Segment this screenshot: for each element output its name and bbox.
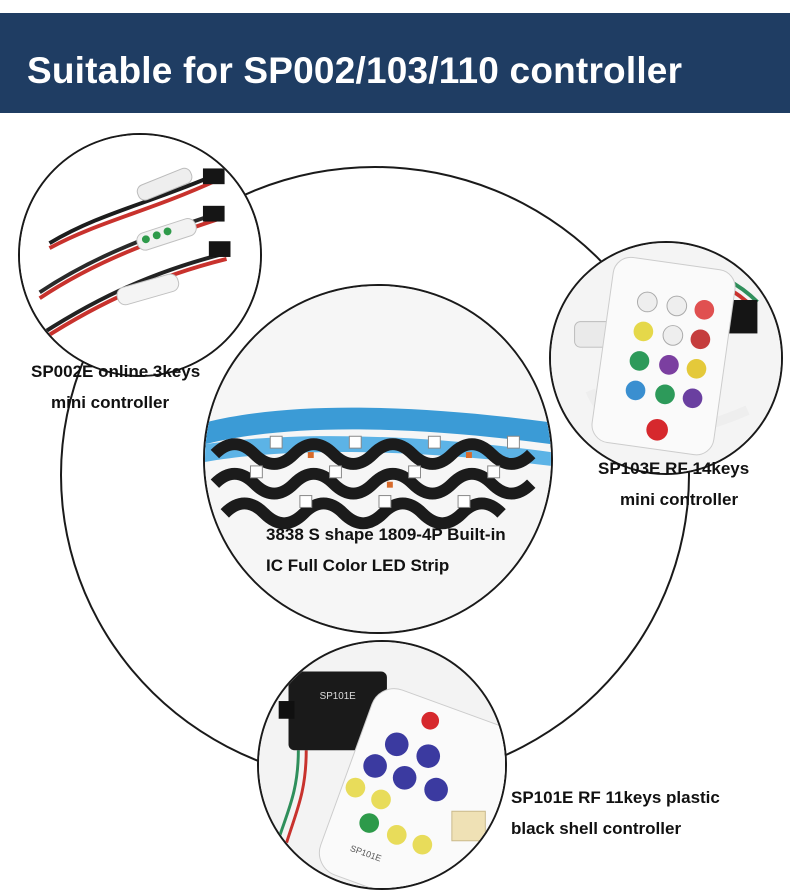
led-strip-label-line1: 3838 S shape 1809-4P Built-in xyxy=(266,525,506,544)
sp101e-label-line1: SP101E RF 11keys plastic xyxy=(511,788,720,807)
sp101e-label: SP101E RF 11keys plastic black shell con… xyxy=(511,782,720,844)
sp103e-label-line2: mini controller xyxy=(620,490,739,509)
page-title: Suitable for SP002/103/110 controller xyxy=(27,50,683,91)
led-strip-illustration xyxy=(205,286,551,632)
led-strip-label: 3838 S shape 1809-4P Built-in IC Full Co… xyxy=(266,519,506,581)
sp002e-label-line1: SP002E online 3keys xyxy=(31,362,201,381)
sp101e-label-line2: black shell controller xyxy=(511,819,682,838)
sp103e-label-line1: SP103E RF 14keys xyxy=(598,459,750,478)
sp101e-controller-illustration: SP101E SP101E xyxy=(259,642,505,888)
sp002e-label: SP002E online 3keys mini controller xyxy=(31,356,200,418)
s-shape-led-strip-photo xyxy=(203,284,553,634)
sp002e-label-line2: mini controller xyxy=(51,393,170,412)
sp103e-remote-photo xyxy=(549,241,783,475)
led-strip-label-line2: IC Full Color LED Strip xyxy=(266,556,450,575)
sp101e-box-label: SP101E xyxy=(320,691,357,702)
sp101e-controller-photo: SP101E SP101E xyxy=(257,640,507,890)
sp103e-label: SP103E RF 14keys mini controller xyxy=(598,453,749,515)
header-banner: Suitable for SP002/103/110 controller xyxy=(0,13,790,113)
sp103e-remote-illustration xyxy=(551,243,781,473)
